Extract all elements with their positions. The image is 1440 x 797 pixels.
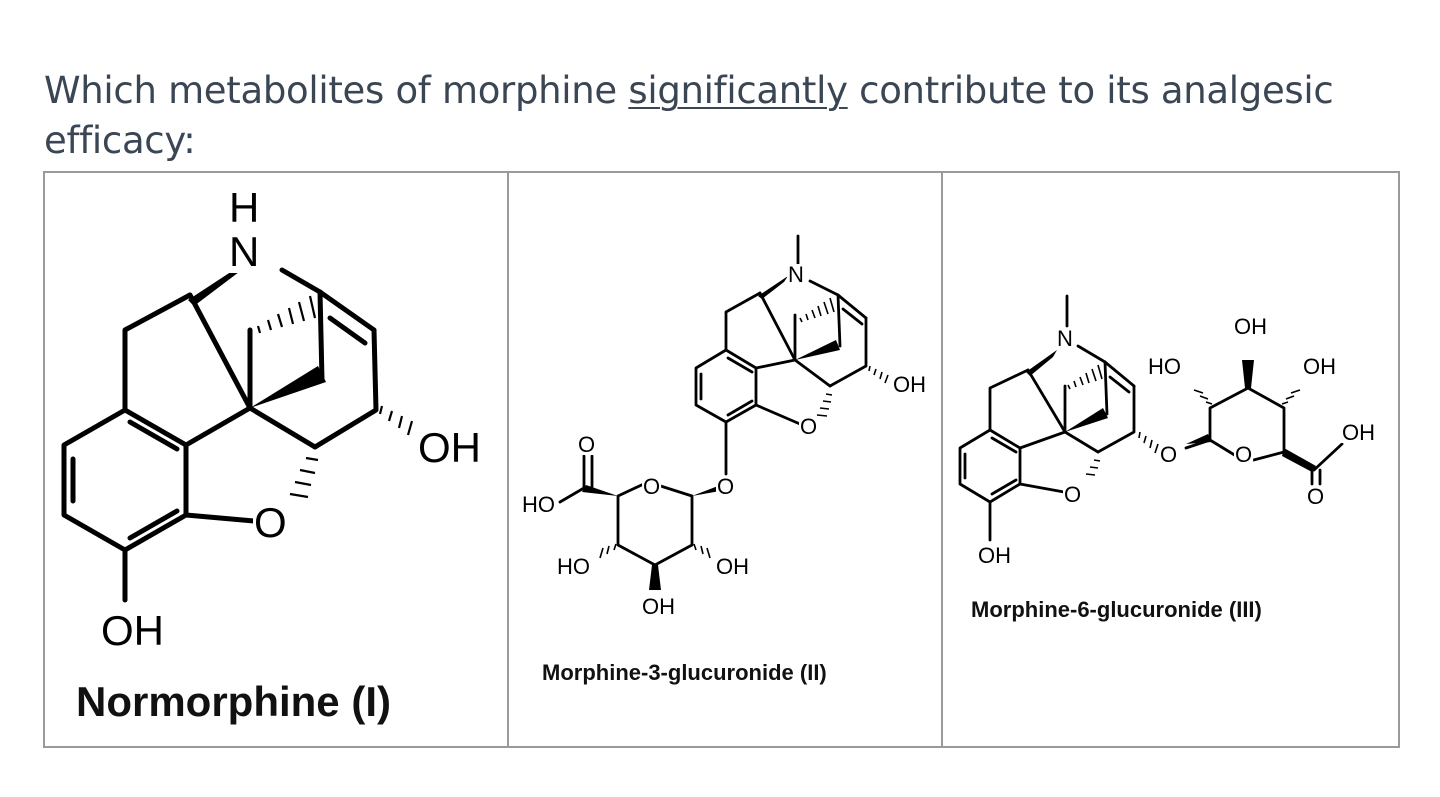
- caption-morphine-6-glucuronide: Morphine-6-glucuronide (III): [971, 597, 1262, 622]
- atom-o-pyran: O: [1235, 442, 1252, 467]
- atom-n: N: [788, 262, 804, 287]
- panel-divider: [507, 171, 509, 748]
- atom-o-ring: O: [1064, 482, 1081, 507]
- atom-oh-3: OH: [101, 607, 164, 654]
- atom-oh-3-sugar: OH: [1234, 314, 1267, 339]
- atom-o-ring: O: [254, 499, 287, 546]
- atom-oh-4: OH: [716, 554, 749, 579]
- atom-ho-acid: HO: [522, 492, 555, 517]
- atom-o-link: O: [1160, 442, 1177, 467]
- caption-morphine-3-glucuronide: Morphine-3-glucuronide (II): [542, 660, 827, 685]
- atom-ho-2: HO: [557, 554, 590, 579]
- atom-oh-4: OH: [1303, 354, 1336, 379]
- atom-o-ring: O: [800, 414, 817, 439]
- atom-oh-acid: OH: [1342, 420, 1375, 445]
- atom-oh-6: OH: [418, 424, 481, 471]
- atom-o-link: O: [717, 474, 734, 499]
- atom-ho-2: HO: [1148, 354, 1181, 379]
- question-emphasis: significantly: [628, 69, 848, 112]
- panel-divider: [941, 171, 943, 748]
- question-prefix: Which metabolites of morphine: [44, 69, 629, 112]
- atom-n: N: [229, 228, 259, 275]
- question-text: Which metabolites of morphine significan…: [44, 66, 1414, 166]
- atom-o-carbonyl: O: [578, 432, 595, 457]
- caption-normorphine: Normorphine (I): [76, 678, 391, 725]
- atom-oh-3: OH: [978, 543, 1011, 568]
- atom-oh-6: OH: [893, 372, 926, 397]
- atom-h: H: [229, 184, 259, 231]
- structures-table: [43, 171, 1400, 748]
- atom-o-carbonyl: O: [1307, 484, 1324, 509]
- atom-n: N: [1057, 326, 1073, 351]
- atom-oh-3: OH: [642, 594, 675, 619]
- question-suffix: contribute to its analgesic efficacy:: [44, 69, 1334, 162]
- atom-o-pyran: O: [643, 474, 660, 499]
